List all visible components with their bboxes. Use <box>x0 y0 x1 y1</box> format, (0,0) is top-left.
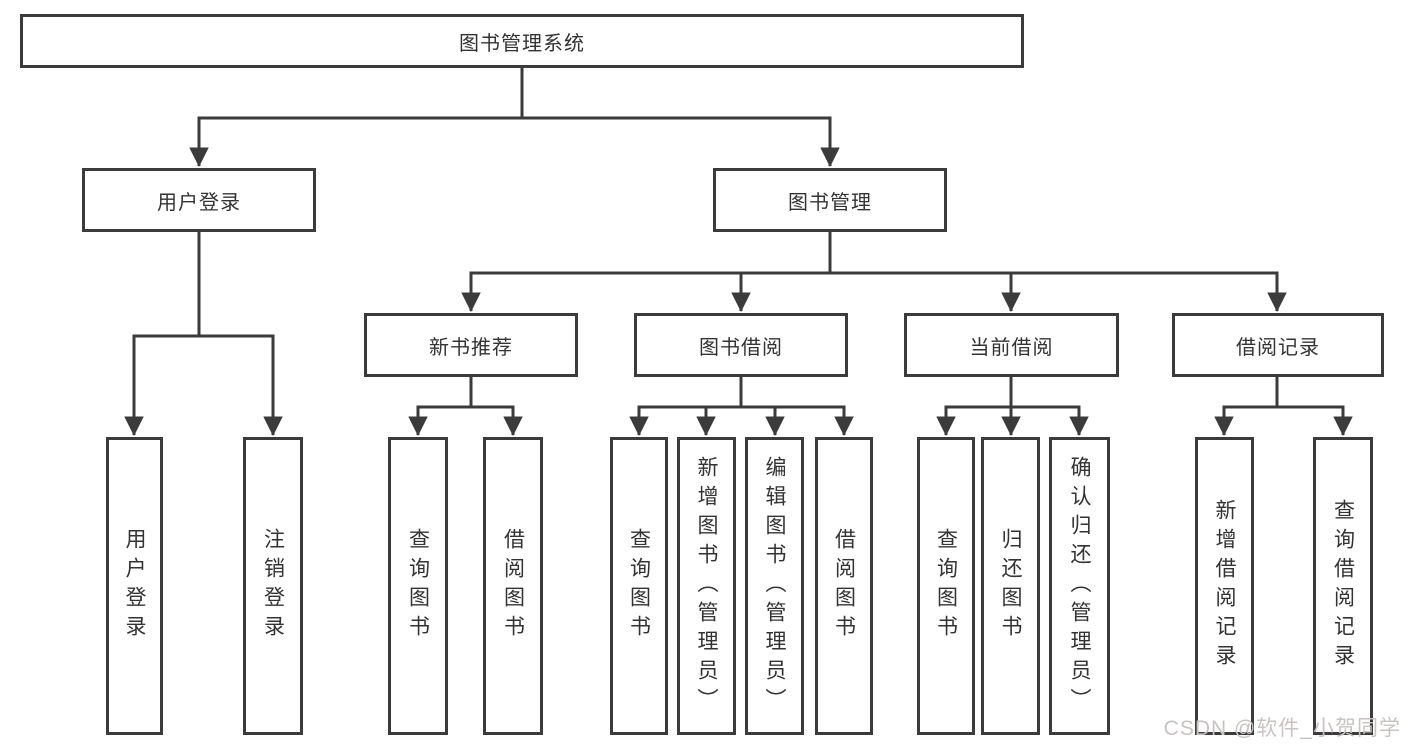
leaf-borrowing-query-books: 查询图书 <box>610 437 668 735</box>
leaf-borrowing-add-books-label: 新增图书（管理员） <box>695 455 719 717</box>
leaf-borrowing-edit-books-label: 编辑图书（管理员） <box>763 455 787 717</box>
leaf-records-query-record: 查询借阅记录 <box>1313 437 1373 735</box>
node-user-login: 用户登录 <box>82 168 316 232</box>
node-borrowing-records: 借阅记录 <box>1172 313 1384 377</box>
leaf-current-return-books: 归还图书 <box>981 437 1040 735</box>
watermark: CSDN @软件_小贺同学 <box>1163 717 1401 740</box>
leaf-recommend-borrow-books-label: 借阅图书 <box>501 528 525 644</box>
leaf-current-query-books: 查询图书 <box>917 437 975 735</box>
leaf-user-login-label: 用户登录 <box>123 528 147 644</box>
leaf-borrowing-borrow-books: 借阅图书 <box>815 437 873 735</box>
leaf-current-confirm-return-label: 确认归还（管理员） <box>1068 455 1092 717</box>
leaf-current-return-books-label: 归还图书 <box>999 528 1023 644</box>
leaf-records-add-record-label: 新增借阅记录 <box>1213 499 1237 673</box>
leaf-current-query-books-label: 查询图书 <box>934 528 958 644</box>
leaf-borrowing-borrow-books-label: 借阅图书 <box>832 528 856 644</box>
leaf-recommend-query-books-label: 查询图书 <box>406 528 430 644</box>
leaf-recommend-query-books: 查询图书 <box>388 437 448 735</box>
node-new-book-recommend: 新书推荐 <box>364 313 578 377</box>
leaf-borrowing-query-books-label: 查询图书 <box>627 528 651 644</box>
leaf-logout: 注销登录 <box>243 437 303 735</box>
leaf-user-login: 用户登录 <box>106 437 163 735</box>
leaf-records-query-record-label: 查询借阅记录 <box>1331 499 1355 673</box>
node-book-management: 图书管理 <box>713 168 947 232</box>
node-current-borrowing: 当前借阅 <box>904 313 1119 377</box>
leaf-recommend-borrow-books: 借阅图书 <box>483 437 543 735</box>
leaf-borrowing-edit-books: 编辑图书（管理员） <box>745 437 804 735</box>
leaf-records-add-record: 新增借阅记录 <box>1195 437 1254 735</box>
leaf-borrowing-add-books: 新增图书（管理员） <box>677 437 736 735</box>
node-book-borrowing: 图书借阅 <box>634 313 848 377</box>
leaf-current-confirm-return: 确认归还（管理员） <box>1049 437 1110 735</box>
node-root: 图书管理系统 <box>20 14 1024 68</box>
leaf-logout-label: 注销登录 <box>261 528 285 644</box>
